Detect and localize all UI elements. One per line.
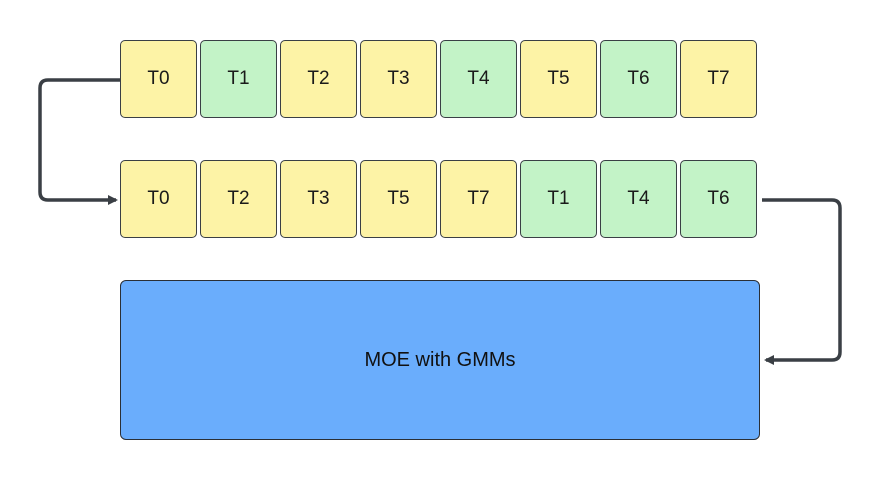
sorted-token-t1: T1 bbox=[520, 160, 597, 238]
sorted-token-t6: T6 bbox=[680, 160, 757, 238]
token-t7: T7 bbox=[680, 40, 757, 118]
original-token-row: T0 T1 T2 T3 T4 T5 T6 T7 bbox=[120, 40, 760, 118]
token-t1: T1 bbox=[200, 40, 277, 118]
token-t5: T5 bbox=[520, 40, 597, 118]
sorted-token-row: T0 T2 T3 T5 T7 T1 T4 T6 bbox=[120, 160, 760, 238]
sorted-token-t4: T4 bbox=[600, 160, 677, 238]
moe-block: MOE with GMMs bbox=[120, 280, 760, 440]
sorted-token-t0: T0 bbox=[120, 160, 197, 238]
sorted-token-t5: T5 bbox=[360, 160, 437, 238]
token-t6: T6 bbox=[600, 40, 677, 118]
sort-arrow bbox=[38, 78, 120, 205]
sorted-token-t3: T3 bbox=[280, 160, 357, 238]
token-t0: T0 bbox=[120, 40, 197, 118]
moe-block-label: MOE with GMMs bbox=[364, 348, 516, 371]
feed-arrow bbox=[762, 198, 842, 365]
sorted-token-t7: T7 bbox=[440, 160, 517, 238]
token-t2: T2 bbox=[280, 40, 357, 118]
sorted-token-t2: T2 bbox=[200, 160, 277, 238]
token-t4: T4 bbox=[440, 40, 517, 118]
token-t3: T3 bbox=[360, 40, 437, 118]
